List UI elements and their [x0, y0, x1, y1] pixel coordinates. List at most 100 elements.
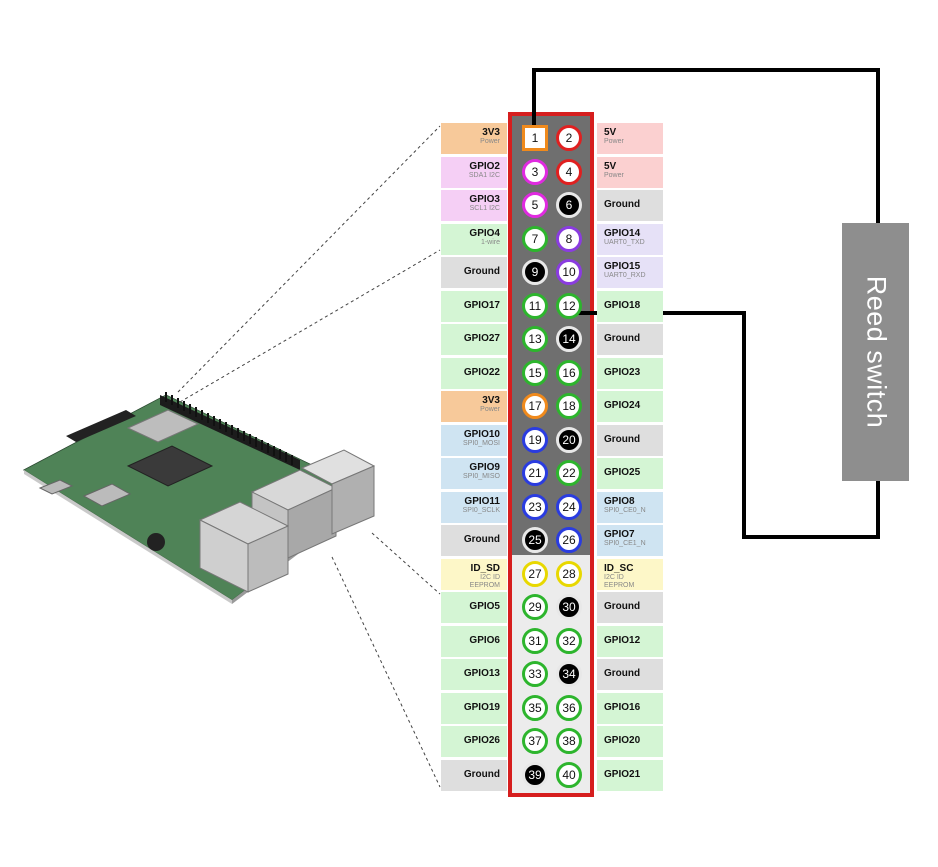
pin-37-label-box: GPIO26: [441, 726, 507, 757]
pin-34-name: Ground: [604, 668, 641, 679]
pin-4: 4: [556, 158, 582, 185]
pin-37: 37: [522, 728, 548, 754]
pin-15-name: GPIO22: [463, 366, 500, 378]
pin-8-function: UART0_TXD: [604, 238, 645, 246]
pin-27-function: EEPROM: [469, 581, 500, 589]
pin-18: 18: [556, 393, 582, 419]
pin-14-name: Ground: [604, 333, 641, 344]
pin-14: 14: [556, 326, 582, 352]
pin-27-name: ID_SD: [470, 562, 500, 574]
pin-23-function: SPI0_SCLK: [462, 506, 500, 514]
reed-switch-label: Reed switch: [861, 275, 891, 429]
pin-33-label-box: GPIO13: [441, 659, 507, 690]
pin-35: 35: [522, 694, 548, 721]
pin-38-label-box: GPIO20: [597, 726, 663, 757]
pin-24-name: GPIO8: [604, 495, 635, 507]
pin-4-name: 5V: [604, 160, 617, 172]
wire-pin12-to-reed-switch: [576, 311, 880, 539]
pin-19-function: SPI0_MOSI: [463, 439, 500, 447]
pin-1-name: 3V3: [482, 127, 500, 138]
pin-22: 22: [556, 460, 582, 486]
pin-5: 5: [522, 192, 548, 218]
pin-12-label-box: GPIO18: [597, 290, 663, 322]
leader-line-bottom-2: [331, 556, 441, 788]
leader-line-top-1: [177, 125, 441, 393]
pin-1-function: Power: [480, 138, 500, 145]
pin-15-label-box: GPIO22: [441, 357, 507, 389]
pin-19: 19: [522, 426, 548, 453]
pin-30: 30: [556, 594, 582, 620]
pin-9-label-box: Ground: [441, 257, 507, 288]
pin-22-label-box: GPIO25: [597, 458, 663, 489]
pin-21: 21: [522, 460, 548, 486]
pin-20-label-box: Ground: [597, 424, 663, 456]
pin-7-name: GPIO4: [469, 227, 500, 239]
pin-32-label-box: GPIO12: [597, 625, 663, 657]
pin-16-name: GPIO23: [604, 366, 641, 378]
pin-21-name: GPIO9: [469, 462, 500, 473]
pin-28: 28: [556, 560, 582, 587]
pin-35-label-box: GPIO19: [441, 692, 507, 724]
pin-28-name: ID_SC: [604, 562, 634, 574]
pin-25-label-box: Ground: [441, 525, 507, 556]
pin-25-name: Ground: [463, 534, 500, 545]
pin-5-name: GPIO3: [469, 194, 500, 205]
pin-24-function: SPI0_CE0_N: [604, 506, 646, 514]
pin-29-label-box: GPIO5: [441, 592, 507, 623]
pin-31: 31: [522, 627, 548, 654]
pin-17-function: Power: [480, 406, 500, 413]
pin-28-function: I2C ID: [604, 573, 624, 581]
pin-6: 6: [556, 192, 582, 218]
pin-36-name: GPIO16: [604, 701, 641, 713]
pin-17: 17: [522, 393, 548, 419]
pin-17-name: 3V3: [482, 395, 500, 406]
pin-27: 27: [522, 560, 548, 587]
pin-10: 10: [556, 259, 582, 285]
wire-pin1-to-reed-switch: [532, 68, 880, 223]
pin-10-function: UART0_RXD: [604, 272, 646, 279]
pin-38: 38: [556, 728, 582, 754]
pin-33: 33: [522, 661, 548, 687]
pin-12-name: GPIO18: [604, 299, 641, 311]
pin-2-function: Power: [604, 138, 624, 145]
pin-11-name: GPIO17: [463, 299, 500, 311]
pin-39-name: Ground: [463, 768, 500, 780]
pin-23-name: GPIO11: [464, 495, 500, 507]
pin-20-name: Ground: [604, 433, 641, 445]
pin-24: 24: [556, 493, 582, 520]
pin-20: 20: [556, 426, 582, 453]
pin-35-name: GPIO19: [463, 701, 500, 713]
pin-26-function: SPI0_CE1_N: [604, 540, 646, 547]
pin-16: 16: [556, 359, 582, 386]
pin-37-name: GPIO26: [463, 735, 500, 746]
pin-13-label-box: GPIO27: [441, 324, 507, 355]
pin-3-name: GPIO2: [469, 160, 500, 172]
reed-switch: Reed switch: [842, 223, 909, 481]
pin-16-label-box: GPIO23: [597, 357, 663, 389]
pin-36: 36: [556, 694, 582, 721]
pin-21-function: SPI0_MISO: [463, 473, 500, 480]
pin-30-name: Ground: [604, 601, 641, 612]
raspberry-pi-board-illustration: [22, 392, 376, 604]
pin-19-name: GPIO10: [463, 428, 500, 440]
pin-32: 32: [556, 627, 582, 654]
pin-40: 40: [556, 761, 582, 788]
pin-18-label-box: GPIO24: [597, 391, 663, 422]
pin-31-label-box: GPIO6: [441, 625, 507, 657]
pin-22-name: GPIO25: [604, 467, 641, 478]
pin-31-name: GPIO6: [469, 634, 500, 646]
pin-6-name: Ground: [604, 199, 641, 210]
pin-26-name: GPIO7: [604, 529, 635, 540]
pin-3-function: SDA1 I2C: [468, 171, 500, 179]
pin-11: 11: [522, 292, 548, 319]
